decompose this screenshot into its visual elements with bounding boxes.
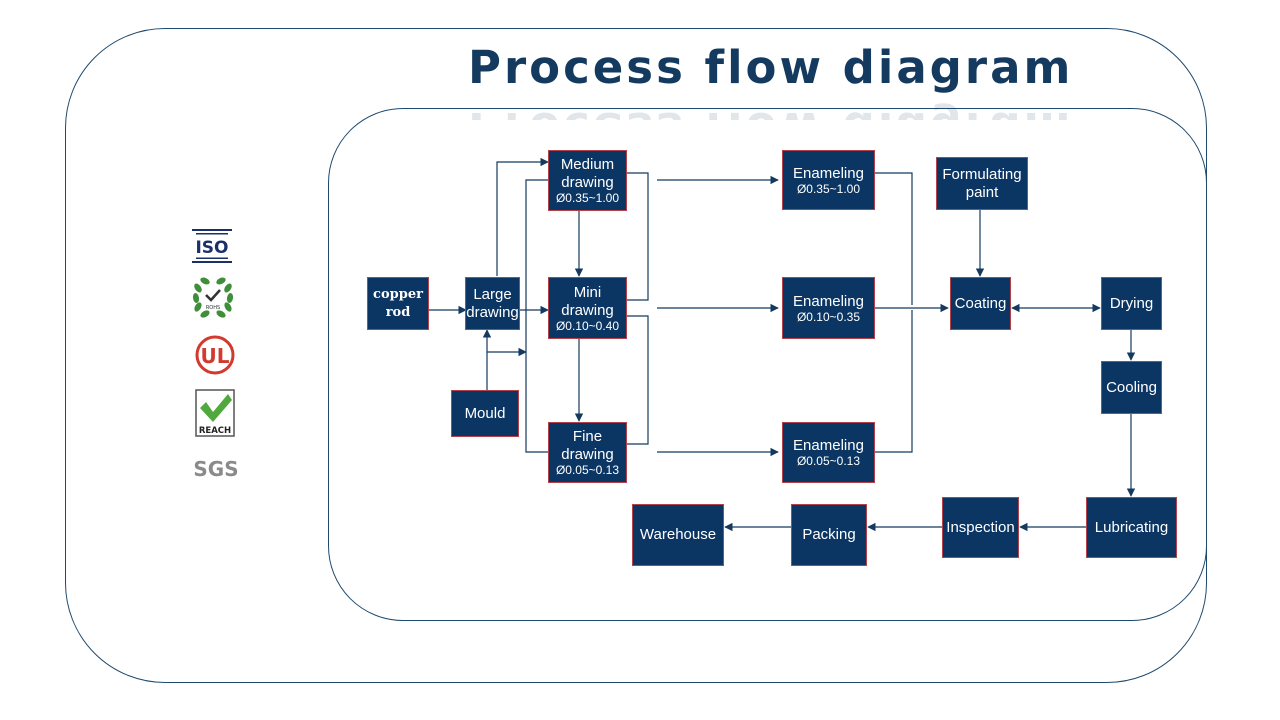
node-label: Lubricating — [1094, 518, 1169, 536]
inner-frame — [328, 108, 1207, 621]
node-label: Enameling — [793, 437, 864, 454]
sgs-logo: SGS — [190, 452, 242, 482]
reach-logo-text: REACH — [199, 426, 231, 436]
node-label: Enameling — [793, 292, 864, 310]
page-title: Process flow diagram — [468, 41, 1074, 94]
node-lubricating: Lubricating — [1086, 497, 1177, 558]
node-spec: Ø0.05~0.13 — [796, 454, 861, 468]
node-spec: Ø0.35~1.00 — [796, 181, 861, 196]
node-label: Drying — [1109, 294, 1154, 312]
node-label: Mould — [464, 404, 506, 422]
connector-large-to-medium — [496, 157, 549, 276]
node-spec: Ø0.05~0.13 — [555, 463, 620, 477]
node-label: Coating — [954, 294, 1007, 312]
reach-logo: REACH — [194, 388, 236, 438]
node-spec: Ø0.10~0.35 — [796, 309, 861, 324]
node-cooling: Cooling — [1101, 361, 1162, 414]
node-medium-drawing: Medium drawing Ø0.35~1.00 — [548, 150, 627, 211]
node-label: Packing — [802, 526, 856, 543]
node-inspection: Inspection — [942, 497, 1019, 558]
node-spec: Ø0.35~1.00 — [555, 191, 620, 205]
iso-logo-text: ISO — [195, 238, 228, 258]
node-enameling-1: Enameling Ø0.35~1.00 — [782, 150, 875, 210]
node-spec: Ø0.10~0.40 — [555, 318, 620, 333]
node-label: Enameling — [793, 164, 864, 182]
connector-right-bus-lower — [626, 315, 649, 445]
node-label: Large drawing — [466, 285, 519, 321]
node-label: Inspection — [946, 518, 1015, 536]
node-label: Warehouse — [639, 526, 717, 543]
node-label: Formulating paint — [942, 165, 1022, 201]
node-copper-rod: copper rod — [367, 277, 429, 330]
node-label: Mini drawing — [561, 283, 614, 319]
node-mould: Mould — [451, 390, 519, 437]
sgs-logo-text: SGS — [193, 457, 238, 481]
node-formulating-paint: Formulating paint — [936, 157, 1028, 210]
rohs-logo-text: ROHS — [206, 305, 220, 311]
rohs-logo: ROHS — [190, 276, 236, 320]
node-large-drawing: Large drawing — [465, 277, 520, 330]
connector-enameling-1-out — [875, 172, 913, 305]
node-label: copper rod — [373, 286, 423, 320]
node-enameling-3: Enameling Ø0.05~0.13 — [782, 422, 875, 483]
node-enameling-2: Enameling Ø0.10~0.35 — [782, 277, 875, 339]
node-drying: Drying — [1101, 277, 1162, 330]
connector-enameling-3-out — [875, 310, 913, 453]
node-mini-drawing: Mini drawing Ø0.10~0.40 — [548, 277, 627, 339]
node-warehouse: Warehouse — [632, 504, 724, 566]
ul-logo: UL — [193, 334, 237, 376]
connector-mid-bus — [525, 179, 548, 453]
ul-logo-text: UL — [201, 344, 230, 368]
connector-right-bus — [626, 172, 649, 301]
node-label: Cooling — [1106, 378, 1157, 396]
iso-logo: ISO — [186, 226, 238, 266]
node-label: Fine drawing — [561, 428, 614, 463]
node-coating: Coating — [950, 277, 1011, 330]
node-packing: Packing — [791, 504, 867, 566]
node-fine-drawing: Fine drawing Ø0.05~0.13 — [548, 422, 627, 483]
node-label: Medium drawing — [560, 156, 615, 191]
